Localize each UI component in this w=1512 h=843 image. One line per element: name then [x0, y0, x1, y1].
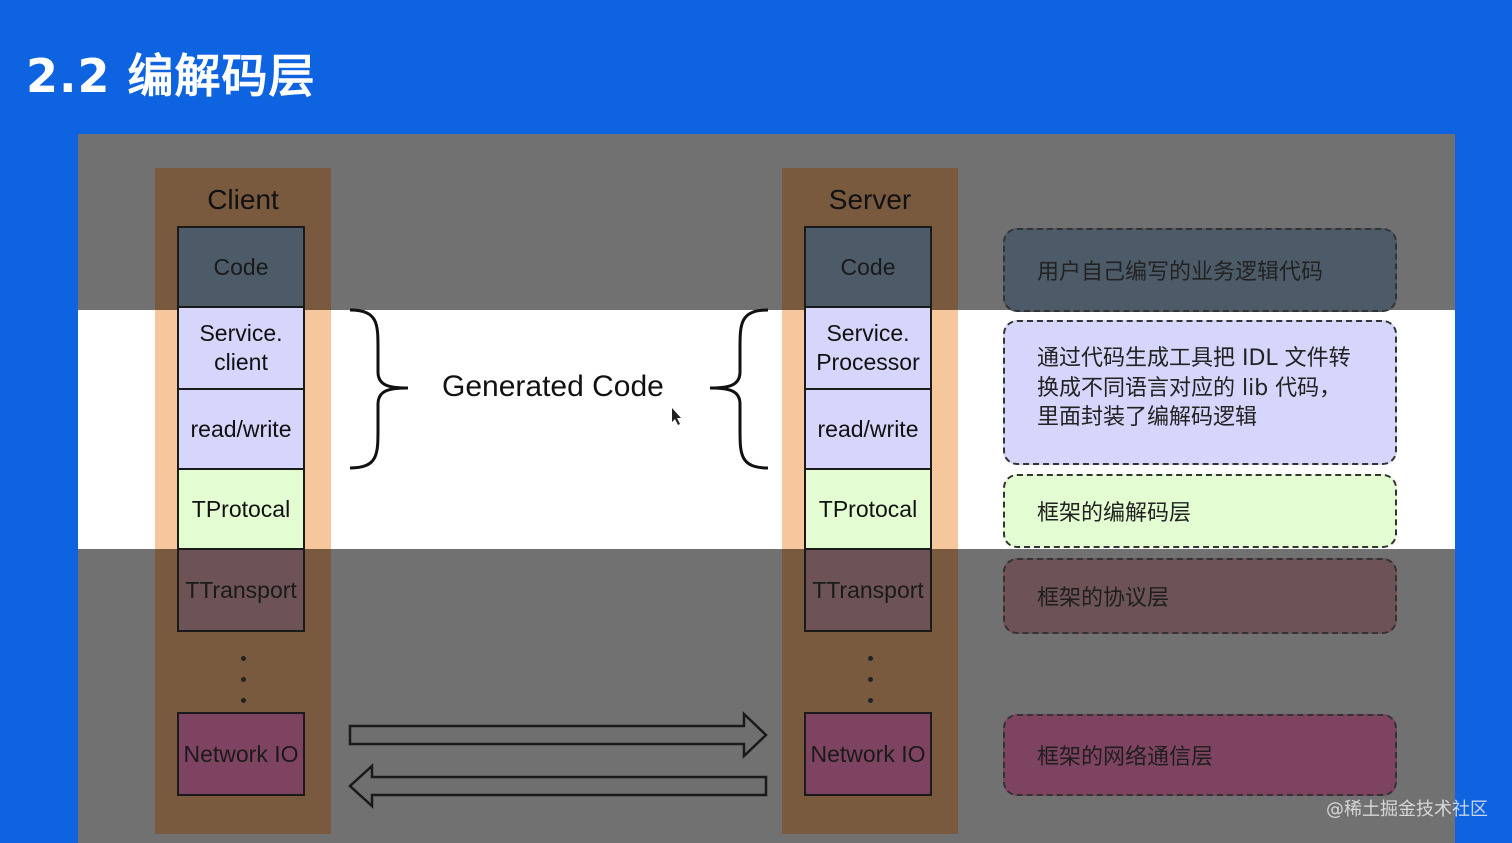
client-code-layer: Code: [177, 226, 305, 308]
generated-code-label: Generated Code: [442, 370, 664, 403]
cursor-icon: [672, 408, 681, 425]
watermark: @稀土掘金技术社区: [1326, 799, 1488, 820]
server-transport-layer: TTransport: [804, 548, 932, 632]
server-protocol-layer: TProtocal: [804, 468, 932, 550]
server-service-layer: Service. Processor: [804, 306, 932, 390]
network-description: 框架的网络通信层: [1003, 714, 1397, 796]
server-ellipsis: [868, 656, 874, 719]
right-brace-icon: [349, 308, 409, 470]
server-network-layer: Network IO: [804, 712, 932, 796]
code-description: 用户自己编写的业务逻辑代码: [1003, 228, 1397, 312]
generated-description: 通过代码生成工具把 IDL 文件转换成不同语言对应的 lib 代码，里面封装了编…: [1003, 320, 1397, 465]
client-heading: Client: [207, 184, 279, 215]
left-brace-icon: [709, 308, 769, 470]
client-transport-layer: TTransport: [177, 548, 305, 632]
connectors: [348, 308, 769, 809]
client-service-layer: Service. client: [177, 306, 305, 390]
diagram-area: Client Code Service. client read/write T…: [78, 134, 1455, 843]
right-arrow-icon: [348, 711, 768, 759]
client-network-layer: Network IO: [177, 712, 305, 796]
client-ellipsis: [241, 656, 247, 719]
left-arrow-icon: [348, 763, 768, 809]
transport-description: 框架的协议层: [1003, 558, 1397, 634]
protocol-description: 框架的编解码层: [1003, 474, 1397, 548]
server-code-layer: Code: [804, 226, 932, 308]
server-heading: Server: [828, 184, 912, 215]
page-title: 2.2 编解码层: [26, 49, 316, 103]
